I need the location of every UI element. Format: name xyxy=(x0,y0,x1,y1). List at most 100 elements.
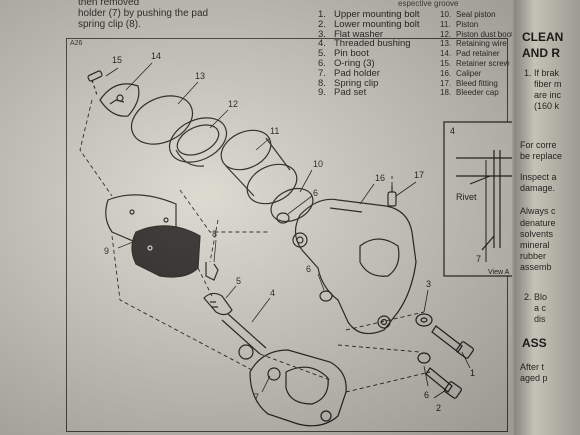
parts-legend: 1. Upper mounting bolt 2. Lower mounting bo… xyxy=(318,9,512,98)
legend-number: 1. xyxy=(318,9,326,20)
legend-item: 13.Retaining wire xyxy=(440,39,512,49)
legend-item: 18.Bleeder cap xyxy=(440,88,512,98)
legend-item: 10.Seal piston xyxy=(440,10,512,20)
legend-label: Caliper xyxy=(456,68,482,78)
label-9: 9 xyxy=(104,246,109,256)
legend-label: Retainer screw xyxy=(456,58,510,68)
facing-text: fiber m xyxy=(534,79,562,89)
legend-label: Piston dust boot xyxy=(456,29,512,39)
facing-text: (160 k xyxy=(534,101,560,111)
label-3: 3 xyxy=(426,279,431,289)
facing-text: denature xyxy=(520,218,556,228)
spring-clip xyxy=(205,262,219,281)
legend-number: 3. xyxy=(318,28,326,40)
legend-item: 4.Threaded bushing xyxy=(318,39,420,49)
retaining-wire xyxy=(130,95,194,145)
legend-number: 5. xyxy=(318,48,326,60)
intro-text: then removed holder (7) by pushing the p… xyxy=(78,0,278,30)
intro-line: holder (7) by pushing the pad xyxy=(78,8,209,19)
legend-number: 14. xyxy=(440,49,452,59)
legend-item: 6.O-ring (3) xyxy=(318,59,420,69)
upper-mounting-bolt xyxy=(431,325,474,359)
top-right-fragment: espective groove xyxy=(398,0,459,8)
facing-text: dis xyxy=(534,314,546,324)
legend-label: Pad holder xyxy=(334,67,380,79)
legend-item: 9. Pad set xyxy=(318,88,420,98)
facing-text: aged p xyxy=(520,373,548,383)
piston-dust-boot xyxy=(168,117,228,167)
facing-page: CLEAN AND R 1. If brak fiber m are inc (… xyxy=(512,0,580,435)
intro-line: spring clip (8). xyxy=(78,19,141,30)
legend-item: 8. Spring clip xyxy=(318,77,420,89)
seal-piston xyxy=(270,187,314,223)
exploded-diagram: 15 14 13 12 11 10 6 16 17 8 5 4 6 9 3 1 … xyxy=(79,51,512,427)
legend-label: Flat washer xyxy=(334,28,384,40)
legend-label: Piston xyxy=(456,19,479,29)
flat-washer xyxy=(415,313,433,327)
bleed-fitting xyxy=(387,186,397,207)
label-6-top: 6 xyxy=(313,188,318,198)
label-6-bottom: 6 xyxy=(424,390,429,400)
legend-item: 12.Piston dust boot xyxy=(440,30,512,40)
inset-label-view: View A xyxy=(488,269,510,276)
legend-label: Pad set xyxy=(334,87,367,99)
legend-label: Upper mounting bolt xyxy=(334,9,420,20)
legend-number: 2. xyxy=(318,18,326,30)
legend-label: Spring clip xyxy=(334,77,379,89)
legend-label: Pin boot xyxy=(334,48,369,60)
legend-number: 13. xyxy=(440,39,452,49)
facing-text: a c xyxy=(534,303,547,313)
o-ring xyxy=(276,212,290,224)
legend-number: 10. xyxy=(440,10,452,19)
facing-text: damage. xyxy=(520,183,556,193)
legend-item: 14.Pad retainer xyxy=(440,49,512,59)
facing-text: rubber xyxy=(520,251,547,261)
facing-text: mineral xyxy=(520,240,550,250)
label-4: 4 xyxy=(270,288,275,298)
facing-text: After t xyxy=(520,362,545,372)
retainer-screw xyxy=(87,70,103,96)
legend-label: Lower mounting bolt xyxy=(334,18,420,30)
legend-number: 6. xyxy=(318,57,326,69)
pin-boot xyxy=(203,292,233,316)
label-7: 7 xyxy=(254,392,259,402)
facing-heading: CLEAN xyxy=(522,30,564,44)
piston xyxy=(220,129,298,205)
o-ring xyxy=(319,290,333,302)
threaded-bushing xyxy=(221,313,267,360)
facing-text: 1. If brak xyxy=(524,68,560,78)
legend-number: 8. xyxy=(318,77,326,89)
label-13: 13 xyxy=(195,71,205,81)
facing-text: Always c xyxy=(520,206,556,216)
label-10: 10 xyxy=(313,159,323,169)
legend-number: 9. xyxy=(318,87,326,99)
legend-number: 15. xyxy=(440,58,452,68)
legend-item: 17.Bleed fitting xyxy=(440,79,512,89)
manual-page: then removed holder (7) by pushing the p… xyxy=(0,0,512,435)
facing-text: For corre xyxy=(520,140,557,150)
inset-view-a xyxy=(443,121,512,277)
legend-item: 15. Retainer screw xyxy=(440,59,512,69)
legend-number: 4. xyxy=(318,38,326,50)
label-17: 17 xyxy=(414,170,424,180)
o-ring xyxy=(417,352,431,364)
legend-number: 11. xyxy=(440,19,451,29)
legend-item: 5. Pin boot xyxy=(318,49,420,59)
pad-set xyxy=(105,194,201,278)
label-12: 12 xyxy=(228,99,238,109)
label-5: 5 xyxy=(236,276,241,286)
legend-item: 16.Caliper xyxy=(440,69,512,79)
label-2: 2 xyxy=(436,403,441,413)
facing-text: assemb xyxy=(520,262,552,272)
legend-item: 2. Lower mounting bolt xyxy=(318,18,420,30)
facing-text: be replace xyxy=(520,151,563,161)
facing-heading: ASS xyxy=(522,336,547,350)
figure-code: A26 xyxy=(70,40,83,47)
label-15: 15 xyxy=(112,55,122,65)
facing-text: are inc xyxy=(534,90,562,100)
legend-item: 11. Piston xyxy=(440,20,512,30)
label-8: 8 xyxy=(212,229,217,239)
facing-heading: AND R xyxy=(522,46,560,60)
label-1: 1 xyxy=(470,368,475,378)
label-11: 11 xyxy=(270,126,279,136)
